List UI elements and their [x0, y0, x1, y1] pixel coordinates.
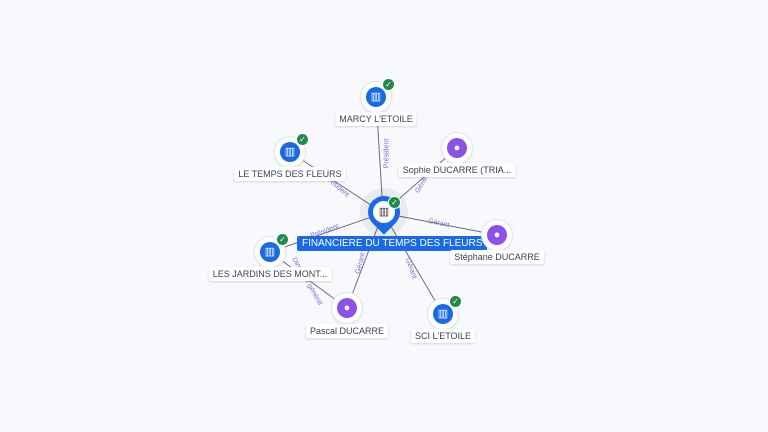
node-label[interactable]: Pascal DUCARRE [305, 324, 389, 338]
node-label[interactable]: Sophie DUCARRE (TRIA... [398, 163, 516, 177]
node-les-jardins[interactable]: ▥✓ [255, 233, 289, 267]
building-icon: ▥ [366, 87, 386, 107]
node-sophie-ducarre[interactable]: ● [442, 133, 472, 163]
person-icon: ● [337, 298, 357, 318]
verified-check-icon: ✓ [276, 233, 289, 246]
building-icon: ▥ [280, 142, 300, 162]
node-label[interactable]: LE TEMPS DES FLEURS [234, 167, 346, 181]
edge-sci [382, 212, 444, 315]
edge-pascal [346, 212, 384, 309]
node-pascal-ducarre[interactable]: ● [332, 293, 362, 323]
edge-stephane [382, 212, 498, 236]
verified-check-icon: ✓ [296, 133, 309, 146]
node-label[interactable]: SCI L'ETOILE [410, 329, 476, 343]
edge-label: Président [383, 138, 391, 169]
node-stephane-ducarre[interactable]: ● [482, 220, 512, 250]
node-sci-letoile[interactable]: ▥✓ [428, 295, 462, 329]
building-icon: ▥ [260, 242, 280, 262]
center-node-label[interactable]: FINANCIERE DU TEMPS DES FLEURS [297, 236, 488, 251]
person-icon: ● [487, 225, 507, 245]
building-icon: ▥ [433, 304, 453, 324]
node-label[interactable]: LES JARDINS DES MONT... [208, 267, 332, 281]
node-marcy-letoile[interactable]: ▥✓ [361, 78, 395, 112]
person-icon: ● [447, 138, 467, 158]
verified-check-icon: ✓ [449, 295, 462, 308]
node-le-temps-des-fleurs[interactable]: ▥✓ [275, 133, 309, 167]
verified-check-icon: ✓ [382, 78, 395, 91]
verified-check-icon: ✓ [388, 196, 401, 209]
edge-le-temps [289, 151, 384, 214]
node-label[interactable]: MARCY L'ETOILE [335, 112, 417, 126]
node-label[interactable]: Stéphane DUCARRE [450, 250, 544, 264]
edge-jardins [269, 212, 384, 253]
